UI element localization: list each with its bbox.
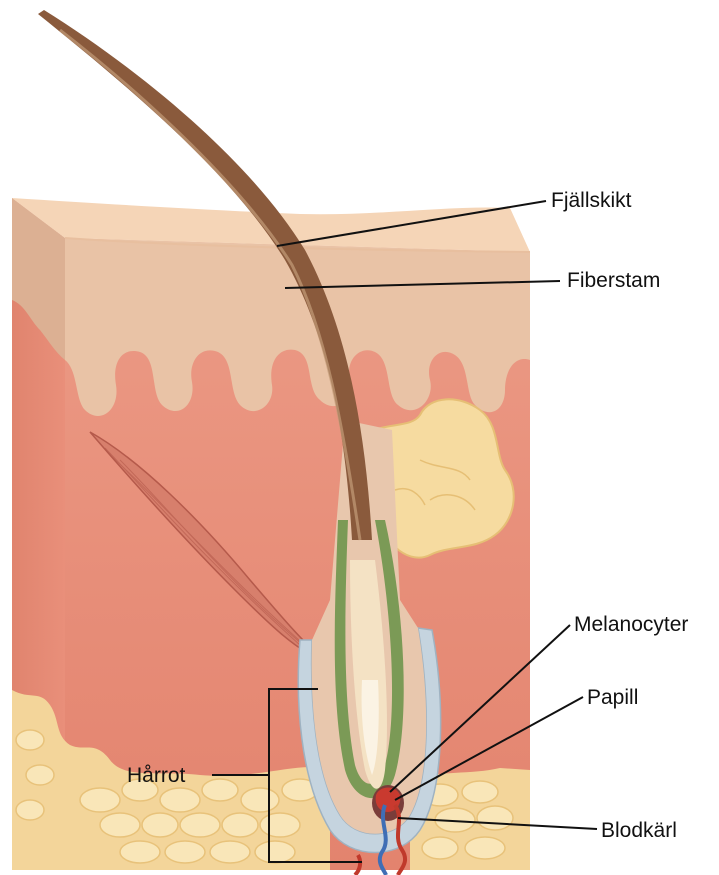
label-melanocyter: Melanocyter <box>574 614 688 635</box>
label-harrot: Hårrot <box>127 765 185 786</box>
label-papill: Papill <box>587 687 638 708</box>
label-fjallskikt: Fjällskikt <box>551 190 632 211</box>
label-blodkarl: Blodkärl <box>601 820 677 841</box>
label-fiberstam: Fiberstam <box>567 270 660 291</box>
